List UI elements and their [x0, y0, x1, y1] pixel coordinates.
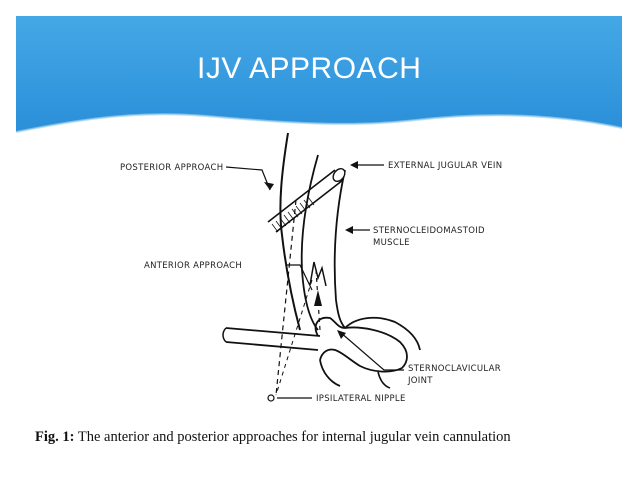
label-external-jugular-vein: EXTERNAL JUGULAR VEIN [388, 161, 502, 171]
posterior-approach-path [275, 199, 297, 396]
label-anterior-approach: ANTERIOR APPROACH [144, 261, 242, 271]
header-background [16, 16, 622, 133]
label-sternocleidomastoid: STERNOCLEIDOMASTOID [373, 226, 485, 236]
sternum-right [377, 371, 391, 389]
anterior-arrowhead [314, 290, 322, 306]
ejv-lower-wall [275, 179, 344, 233]
clavicle-end [222, 327, 227, 343]
nipple-marker [267, 394, 275, 402]
figure-panel [108, 133, 622, 415]
neck-right-contour [344, 316, 421, 351]
posterior-leader-arrow [264, 182, 274, 190]
clavicle-upper [225, 327, 321, 337]
label-muscle: MUSCLE [373, 238, 410, 248]
scj-leader-arrow [337, 330, 346, 339]
header-banner [16, 16, 622, 136]
slide-title: IJV APPROACH [197, 52, 422, 85]
ejv-leader-arrow [350, 161, 358, 169]
anterior-leader [287, 264, 313, 291]
figure-caption: Fig. 1: The anterior and posterior appro… [35, 429, 511, 446]
sternoclavicular-head [314, 316, 408, 373]
scm-lateral-edge [333, 169, 346, 329]
caption-text: The anterior and posterior approaches fo… [77, 429, 511, 445]
anterior-approach-path [315, 269, 321, 331]
clavicle-lower [225, 341, 319, 351]
neck-left-contour [279, 132, 301, 331]
ejv-upper-wall [267, 169, 336, 223]
label-ipsilateral-nipple: IPSILATERAL NIPPLE [316, 394, 406, 404]
ejv-end [332, 167, 346, 183]
scm-leader-arrow [345, 226, 353, 234]
label-joint: JOINT [407, 376, 433, 386]
sternum-left [319, 359, 341, 387]
label-posterior-approach: POSTERIOR APPROACH [120, 163, 223, 173]
label-sternoclavicular: STERNOCLAVICULAR [408, 364, 501, 374]
caption-figure-number: Fig. 1: [35, 429, 75, 445]
scj-leader [339, 331, 404, 371]
anterior-approach-marker [309, 261, 327, 287]
scm-medial-edge [300, 154, 319, 331]
